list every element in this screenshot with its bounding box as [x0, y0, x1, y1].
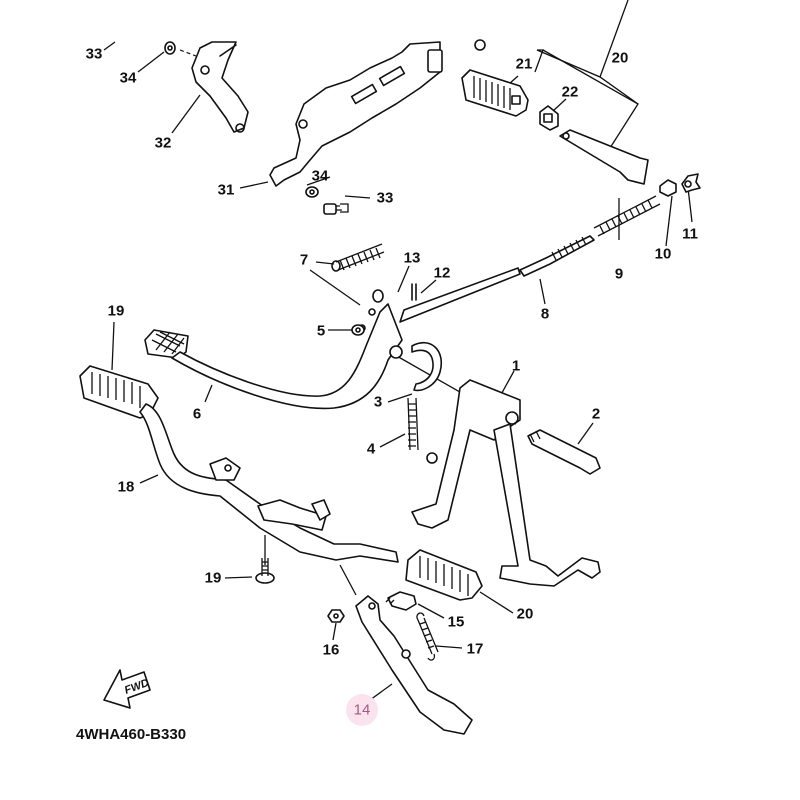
- washer-13: [372, 289, 384, 303]
- footrest-rubber-20-right: [405, 549, 483, 601]
- side-stand-14: [355, 595, 473, 735]
- callout-18[interactable]: 18: [117, 478, 135, 496]
- callout-32[interactable]: 32: [154, 134, 172, 152]
- plate-23: [539, 105, 559, 131]
- nut-11: [681, 173, 701, 193]
- footrest-bar-21: [559, 129, 649, 185]
- bolt-2: [527, 429, 601, 475]
- spring-4: [407, 397, 438, 464]
- spring-7: [331, 243, 385, 272]
- spring-9: [593, 195, 661, 237]
- callout-33[interactable]: 33: [85, 45, 103, 63]
- callout-3[interactable]: 3: [373, 393, 383, 411]
- bolt-33: [323, 203, 349, 215]
- callout-1[interactable]: 1: [511, 357, 521, 375]
- callout-9[interactable]: 9: [614, 265, 624, 283]
- footrest-bar-18: [139, 403, 399, 563]
- callout-6[interactable]: 6: [192, 405, 202, 423]
- callout-34b[interactable]: 34: [311, 167, 329, 185]
- bolt-15: [385, 591, 417, 611]
- callout-17[interactable]: 17: [466, 640, 484, 658]
- callout-21[interactable]: 20: [611, 49, 629, 67]
- callout-34[interactable]: 34: [119, 69, 137, 87]
- callout-31[interactable]: 31: [217, 181, 235, 199]
- footrest-rubber-22: [461, 69, 529, 117]
- joint-10: [659, 179, 677, 197]
- callout-16[interactable]: 16: [322, 641, 340, 659]
- washer-34: [305, 186, 319, 198]
- callout-5[interactable]: 5: [316, 322, 326, 340]
- callout-20a[interactable]: 19: [107, 302, 125, 320]
- callout-8[interactable]: 8: [540, 305, 550, 323]
- bracket-32: [191, 41, 249, 133]
- bracket-31: [269, 39, 486, 187]
- pin-12: [411, 283, 417, 301]
- spring-17: [416, 612, 439, 661]
- callout-14[interactable]: 14: [353, 701, 371, 719]
- fwd-arrow-icon: FWD: [103, 669, 151, 709]
- brake-pedal-6: [144, 303, 403, 410]
- callout-33b[interactable]: 33: [376, 189, 394, 207]
- callout-19[interactable]: 19: [204, 569, 222, 587]
- callout-12[interactable]: 12: [433, 264, 451, 282]
- nut-16: [327, 609, 345, 623]
- highlight-marker: [346, 694, 378, 726]
- callout-13[interactable]: 13: [403, 249, 421, 267]
- callout-23[interactable]: 22: [561, 83, 579, 101]
- callout-7[interactable]: 7: [299, 251, 309, 269]
- rod-8: [399, 235, 595, 323]
- bolt-19: [255, 558, 275, 584]
- callout-4[interactable]: 4: [366, 440, 376, 458]
- callout-22[interactable]: 21: [515, 55, 533, 73]
- callout-10[interactable]: 10: [654, 245, 672, 263]
- washer-34-top: [164, 41, 176, 55]
- washer-5: [351, 324, 365, 336]
- callout-11[interactable]: 11: [682, 225, 698, 243]
- callout-2[interactable]: 2: [591, 405, 601, 423]
- callout-20b[interactable]: 20: [516, 605, 534, 623]
- main-stand-1: [411, 379, 601, 587]
- diagram-code: 4WHA460-B330: [76, 726, 187, 743]
- hanger-3: [389, 341, 443, 392]
- callout-15[interactable]: 15: [447, 613, 465, 631]
- footrest-rubber-20-left: [79, 365, 159, 419]
